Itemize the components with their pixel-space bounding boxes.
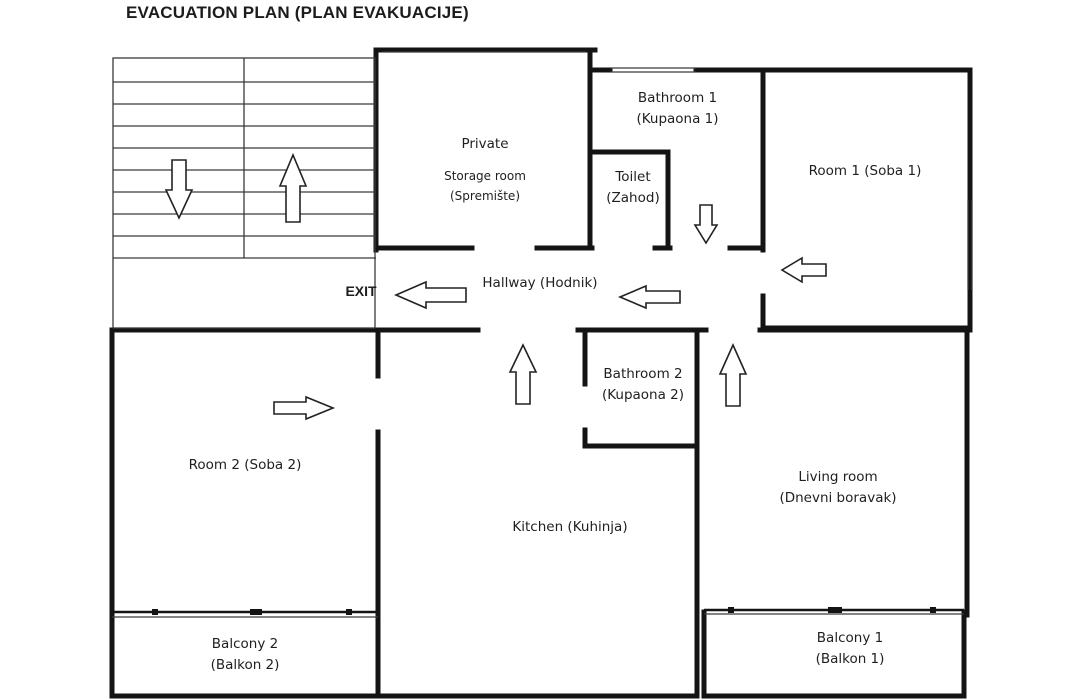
balcony-door-marks [152,607,936,615]
label-room1: Room 1 (Soba 1) [808,163,922,179]
plan-title: EVACUATION PLAN (PLAN EVAKUACIJE) [126,3,469,22]
bathroom1-exit-arrow [693,204,719,245]
label-kitchen: Kitchen (Kuhinja) [512,519,628,535]
thin-lines [112,51,973,618]
label-room2: Room 2 (Soba 2) [188,457,302,473]
stairs-down-arrow [164,159,194,220]
living-room-exit-arrow [718,343,748,407]
stairs-up-arrow [278,152,308,223]
label-exit: EXIT [345,283,377,299]
label-living-room: Living room (Dnevni boravak) [779,469,897,506]
room2-exit-arrow [273,395,336,421]
label-balcony1: Balcony 1 (Balkon 1) [815,630,885,667]
label-bathroom1: Bathroom 1 (Kupaona 1) [636,90,719,127]
evacuation-arrows [164,152,827,421]
kitchen-exit-arrow [508,343,538,405]
hallway-mid-arrow [617,284,681,310]
hallway-exit-arrow [393,280,467,310]
label-bathroom2: Bathroom 2 (Kupaona 2) [601,366,685,403]
label-toilet: Toilet (Zahod) [606,169,660,206]
label-hallway: Hallway (Hodnik) [482,275,598,291]
room1-exit-arrow [780,256,827,284]
walls [109,47,973,699]
label-private: Private [461,136,509,152]
label-storage-room: Storage room (Spremište) [444,169,526,203]
label-balcony2: Balcony 2 (Balkon 2) [210,636,280,673]
